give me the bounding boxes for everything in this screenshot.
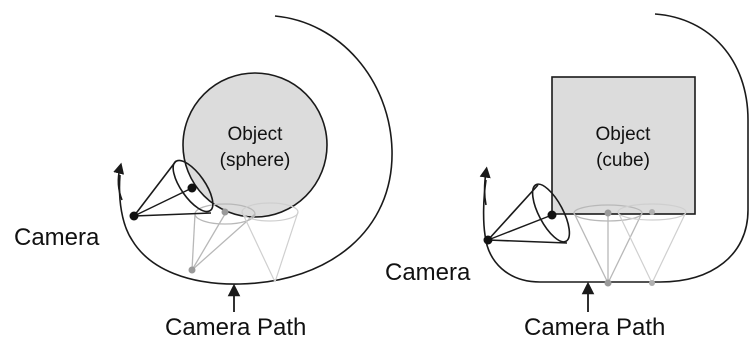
path-direction-arrow [113,162,125,201]
path-direction-arrow [479,166,491,206]
look-at-dot [187,183,197,193]
look-at-dot [547,210,557,220]
sphere-label-line2: (sphere) [220,150,291,171]
path-label-cube: Camera Path [524,314,665,340]
camera-dot [129,211,139,221]
cube-label-line2: (cube) [596,150,650,171]
sphere-label-line1: Object [228,124,284,145]
object-sphere [182,72,328,218]
camera-path-curve [482,13,749,283]
panel-sphere: Object (sphere) Camera Camera Path [14,15,393,340]
panel-cube: Object (cube) Camera Camer [385,13,749,340]
faded-camera-positions [573,203,687,287]
camera-label-sphere: Camera [14,224,100,251]
camera-label-cube: Camera [385,259,471,286]
faded-camera-positions [188,202,299,283]
cube-label-line1: Object [596,124,652,145]
camera-path-curve [118,15,393,285]
camera-frustum-sphere [129,159,214,221]
camera-frustum-cube [483,183,571,245]
path-label-sphere: Camera Path [165,314,306,340]
object-cube [551,76,696,215]
camera-dot [483,235,493,245]
